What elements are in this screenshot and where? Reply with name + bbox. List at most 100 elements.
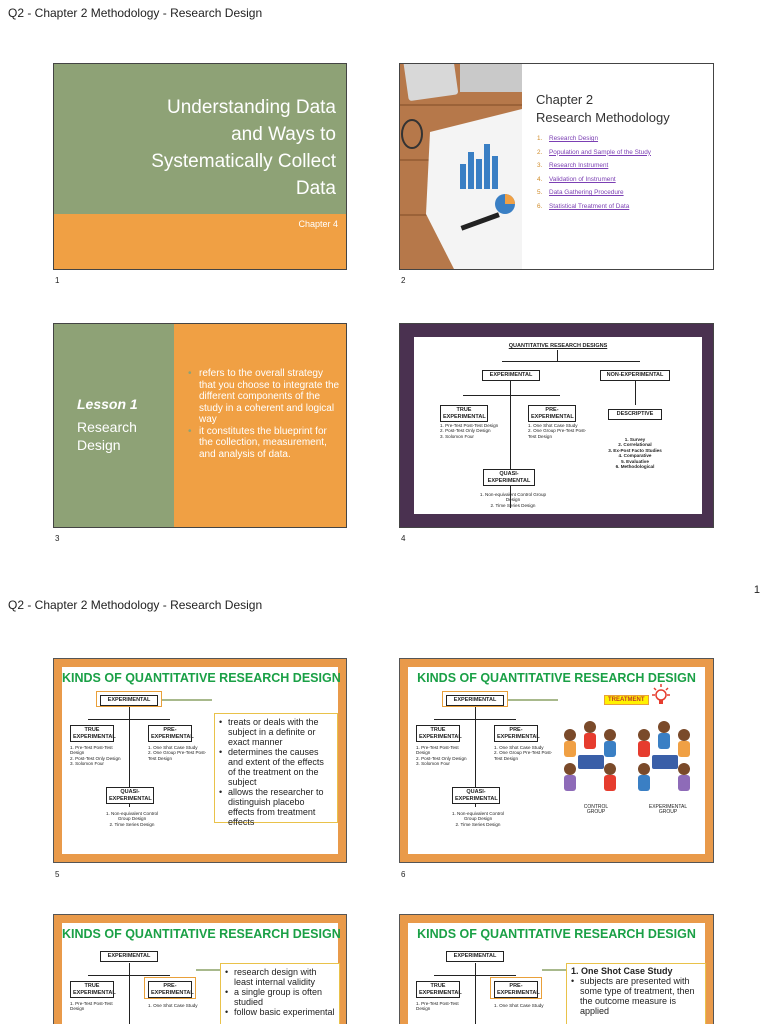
slide-5-title: KINDS OF QUANTITATIVE RESEARCH DESIGN [62, 671, 341, 685]
experimental-box: EXPERIMENTAL [100, 951, 158, 962]
connector-arrow [162, 699, 212, 709]
slide-7-panel: KINDS OF QUANTITATIVE RESEARCH DESIGN EX… [62, 923, 341, 1024]
methodology-list: 1.Research Design 2.Population and Sampl… [537, 132, 651, 214]
pre-experimental-list: 1. One Shot Case Study 2. One Group Pre-… [494, 745, 553, 761]
list-item: follow basic experimental [225, 1007, 335, 1017]
pre-experimental-box: PRE-EXPERIMENTAL [494, 725, 540, 742]
pre-experimental-callout: research design with least internal vali… [220, 963, 340, 1024]
true-experimental-list: 1. Pre-Test Post-Test Design 2. Post-Tes… [416, 745, 467, 767]
list-item: treats or deals with the subject in a de… [219, 717, 333, 747]
highlight-box [442, 691, 508, 707]
true-experimental-list: 1. Pre-Test Post-Test Design [70, 1001, 113, 1012]
list-item: research design with least internal vali… [225, 967, 335, 987]
true-experimental-list: 1. Pre-Test Post-Test Design 2. Post-Tes… [440, 423, 499, 439]
slide-1-title: Understanding Data and Ways to Systemati… [151, 97, 336, 199]
slide-6-title: KINDS OF QUANTITATIVE RESEARCH DESIGN [417, 671, 696, 685]
true-experimental-box: TRUE EXPERIMENTAL [70, 981, 116, 998]
slide-2: Chapter 2 Research Methodology 1.Researc… [399, 63, 714, 270]
control-group-label: CONTROL GROUP [583, 804, 609, 816]
highlight-box [490, 977, 542, 999]
one-shot-callout: 1. One Shot Case Study subjects are pres… [566, 963, 706, 1024]
slide-6-number: 6 [401, 870, 406, 879]
slide-5: KINDS OF QUANTITATIVE RESEARCH DESIGN EX… [53, 658, 347, 863]
list-item[interactable]: 4.Validation of Instrument [537, 175, 616, 183]
true-experimental-box: TRUE EXPERIMENTAL [416, 725, 462, 742]
quasi-experimental-box: QUASI-EXPERIMENTAL [106, 787, 154, 804]
definition-list: refers to the overall strategy that you … [186, 368, 341, 460]
slide-6: KINDS OF QUANTITATIVE RESEARCH DESIGN EX… [399, 658, 714, 863]
slide-2-title: Chapter 2 Research Methodology [536, 92, 670, 125]
quasi-experimental-box: QUASI-EXPERIMENTAL [483, 469, 535, 486]
callout-heading: 1. One Shot Case Study [571, 966, 673, 976]
list-item[interactable]: 6.Statistical Treatment of Data [537, 202, 630, 210]
pre-experimental-box: PRE-EXPERIMENTAL [528, 405, 576, 422]
list-item[interactable]: 2.Population and Sample of the Study [537, 148, 651, 156]
groups-illustration [564, 721, 690, 791]
experimental-callout: treats or deals with the subject in a de… [214, 713, 338, 827]
quasi-experimental-list: 1. Non-equivalent Control Group Design 2… [479, 492, 547, 508]
list-item[interactable]: 1.Research Design [537, 135, 599, 142]
true-experimental-box: TRUE EXPERIMENTAL [416, 981, 462, 998]
pre-experimental-box: PRE-EXPERIMENTAL [494, 981, 540, 998]
highlight-box [96, 691, 162, 707]
slide-6-panel: KINDS OF QUANTITATIVE RESEARCH DESIGN EX… [408, 667, 705, 854]
quasi-experimental-list: 1. Non-equivalent Control Group Design 2… [105, 811, 159, 827]
quasi-experimental-box: QUASI-EXPERIMENTAL [452, 787, 500, 804]
slide-7-title: KINDS OF QUANTITATIVE RESEARCH DESIGN [62, 927, 341, 941]
page-header: Q2 - Chapter 2 Methodology - Research De… [8, 6, 263, 20]
slide-3-number: 3 [55, 534, 60, 543]
treatment-label: TREATMENT [604, 695, 649, 705]
pre-experimental-box: PRE-EXPERIMENTAL [148, 725, 194, 742]
non-experimental-box: NON-EXPERIMENTAL [600, 370, 670, 381]
slide-1-band: Chapter 4 [54, 214, 346, 269]
experimental-box: EXPERIMENTAL [100, 695, 158, 706]
slide-3: Lesson 1 Research Design refers to the o… [53, 323, 347, 528]
slide-8-title: KINDS OF QUANTITATIVE RESEARCH DESIGN [417, 927, 696, 941]
list-item: refers to the overall strategy that you … [186, 368, 341, 426]
list-item: it constitutes the blueprint for the col… [186, 426, 341, 461]
true-experimental-list: 1. Pre-Test Post-Test Design [416, 1001, 459, 1012]
list-item: a single group is often studied [225, 987, 335, 1007]
slide-1: Understanding Data and Ways to Systemati… [53, 63, 347, 270]
slide-1-number: 1 [55, 276, 60, 285]
experimental-box: EXPERIMENTAL [482, 370, 540, 381]
pre-experimental-list: 1. One Shot Case Study 2. One Group Pre-… [528, 423, 587, 439]
pre-experimental-list: 1. One Shot Case Study 2. One Group Pre-… [148, 745, 207, 761]
experimental-box: EXPERIMENTAL [446, 951, 504, 962]
lesson-title: Research Design [77, 419, 137, 453]
slide-7: KINDS OF QUANTITATIVE RESEARCH DESIGN EX… [53, 914, 347, 1024]
slide-4: QUANTITATIVE RESEARCH DESIGNS EXPERIMENT… [399, 323, 714, 528]
slide-8-panel: KINDS OF QUANTITATIVE RESEARCH DESIGN EX… [408, 923, 706, 1024]
connector-arrow [196, 969, 220, 979]
list-item: determines the causes and extent of the … [219, 747, 333, 787]
pre-experimental-list: 1. One Shot Case Study [148, 1003, 198, 1008]
true-experimental-box: TRUE EXPERIMENTAL [70, 725, 116, 742]
connector-arrow [508, 699, 558, 709]
descriptive-box: DESCRIPTIVE [608, 409, 662, 420]
slide-5-panel: KINDS OF QUANTITATIVE RESEARCH DESIGN EX… [62, 667, 341, 854]
pre-experimental-list: 1. One Shot Case Study [494, 1003, 544, 1008]
true-experimental-box: TRUE EXPERIMENTAL [440, 405, 488, 422]
list-item[interactable]: 3.Research Instrument [537, 162, 609, 170]
page-number: 1 [753, 584, 760, 596]
connector-arrow [542, 969, 566, 979]
lightbulb-icon [652, 684, 670, 704]
highlight-box [144, 977, 196, 999]
slide-5-number: 5 [55, 870, 60, 879]
list-item[interactable]: 5.Data Gathering Procedure [537, 189, 624, 197]
slide-8: KINDS OF QUANTITATIVE RESEARCH DESIGN EX… [399, 914, 714, 1024]
quasi-experimental-list: 1. Non-equivalent Control Group Design 2… [451, 811, 505, 827]
slide-1-subtitle: Chapter 4 [298, 219, 338, 229]
list-item: subjects are presented with some type of… [571, 976, 701, 1016]
descriptive-list: 1. Survey 2. Correlational 3. Ex-Post Fa… [608, 437, 662, 470]
research-designs-diagram: QUANTITATIVE RESEARCH DESIGNS EXPERIMENT… [414, 337, 702, 514]
list-item: allows the researcher to distinguish pla… [219, 787, 333, 827]
page-header-2: Q2 - Chapter 2 Methodology - Research De… [8, 598, 263, 612]
pre-experimental-box: PRE-EXPERIMENTAL [148, 981, 194, 998]
desk-photo-image [400, 64, 522, 269]
experimental-box: EXPERIMENTAL [446, 695, 504, 706]
slide-2-number: 2 [401, 276, 406, 285]
true-experimental-list: 1. Pre-Test Post-Test Design 2. Post-Tes… [70, 745, 121, 767]
slide-4-number: 4 [401, 534, 406, 543]
